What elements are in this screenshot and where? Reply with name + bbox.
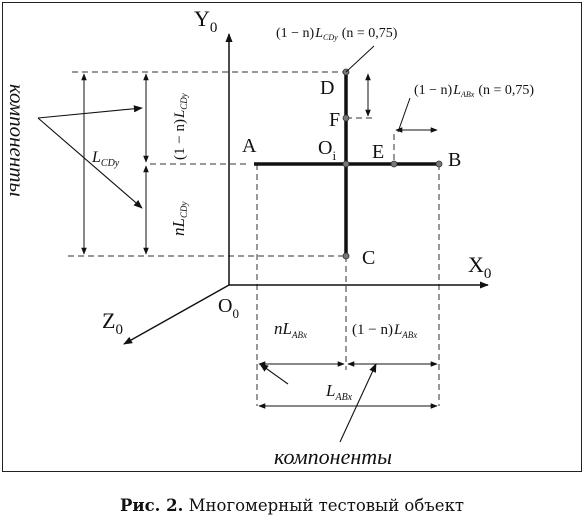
side-components-text: компоненты bbox=[5, 84, 29, 197]
segment-points bbox=[342, 68, 443, 260]
label-labx: LABx bbox=[325, 381, 353, 403]
origin-label: O0 bbox=[218, 295, 239, 321]
label-1mn-lcdy: (1 − n)LCDy bbox=[172, 93, 189, 160]
point-f-label: F bbox=[329, 109, 340, 131]
point-a-label: A bbox=[242, 135, 257, 157]
label-1mn-labx: (1 − n)LABx bbox=[352, 322, 417, 340]
formula-df: (1 − n)LCDy(n = 0,75) bbox=[276, 26, 398, 42]
figure-caption: Рис. 2. Многомерный тестовый объект bbox=[0, 496, 584, 515]
dimension-lines bbox=[81, 45, 438, 409]
figure-frame bbox=[2, 2, 582, 472]
point-d-label: D bbox=[320, 77, 334, 99]
point-c-label: C bbox=[362, 247, 375, 269]
caption-text: Многомерный тестовый объект bbox=[183, 496, 465, 515]
label-n-lcdy: nLCDy bbox=[169, 202, 189, 236]
point-e-label: E bbox=[372, 141, 384, 163]
formula-ef: (1 − n)LABx(n = 0,75) bbox=[414, 83, 534, 99]
dashed-guides bbox=[68, 71, 440, 406]
center-label: Oi bbox=[318, 137, 336, 163]
x-axis-label: X0 bbox=[468, 252, 491, 282]
leader-df bbox=[345, 45, 375, 73]
caption-label: Рис. 2. bbox=[119, 496, 184, 515]
label-n-labx: nLABx bbox=[274, 319, 307, 340]
y-axis-label: Y0 bbox=[194, 6, 217, 36]
figure: Y0 X0 Z0 O0 Oi A B C D E F (1 − n)LCDy(n… bbox=[2, 2, 582, 472]
z-axis bbox=[123, 284, 230, 345]
label-lcdy: LCDy bbox=[91, 149, 120, 169]
coordinate-axes bbox=[123, 33, 489, 345]
point-b-label: B bbox=[448, 149, 461, 171]
z-axis-label: Z0 bbox=[102, 308, 123, 338]
leader-ef bbox=[397, 97, 411, 133]
component-arrows bbox=[37, 105, 377, 443]
bottom-components-text: компоненты bbox=[274, 444, 392, 469]
